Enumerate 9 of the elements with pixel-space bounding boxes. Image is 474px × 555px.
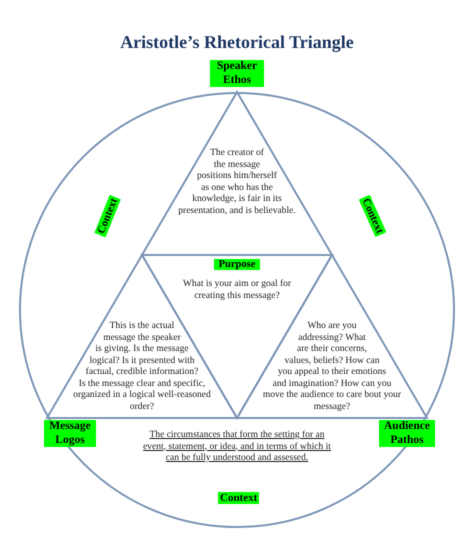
highlighted-label: Context — [218, 492, 260, 504]
body-text: Who are you addressing? What are their concerns, values, beliefs? How can you appeal to their emotions and imagination? How can you move the audience to care bout your message? — [262, 321, 402, 412]
title: Aristotle’s Rhetorical Triangle — [119, 32, 355, 53]
body-text: The circumstances that form the setting for an event, statement, or idea, and in terms of which it can be fully understood and assessed. — [142, 430, 332, 464]
highlighted-heading: Purpose — [214, 259, 260, 270]
body-text: What is your aim or goal for creating this message? — [182, 279, 292, 302]
body-text: This is the actual message the speaker is giving. Is the message logical? Is it presented with factual, credible information? Is the message clear and specific, organized in a logical well-reasoned order? — [73, 321, 211, 412]
body-text: The creator of the message positions him/herself as one who has the knowledge, is fair in its presentation, and is believable. — [178, 148, 296, 216]
highlighted-label: Speaker Ethos — [210, 60, 264, 87]
